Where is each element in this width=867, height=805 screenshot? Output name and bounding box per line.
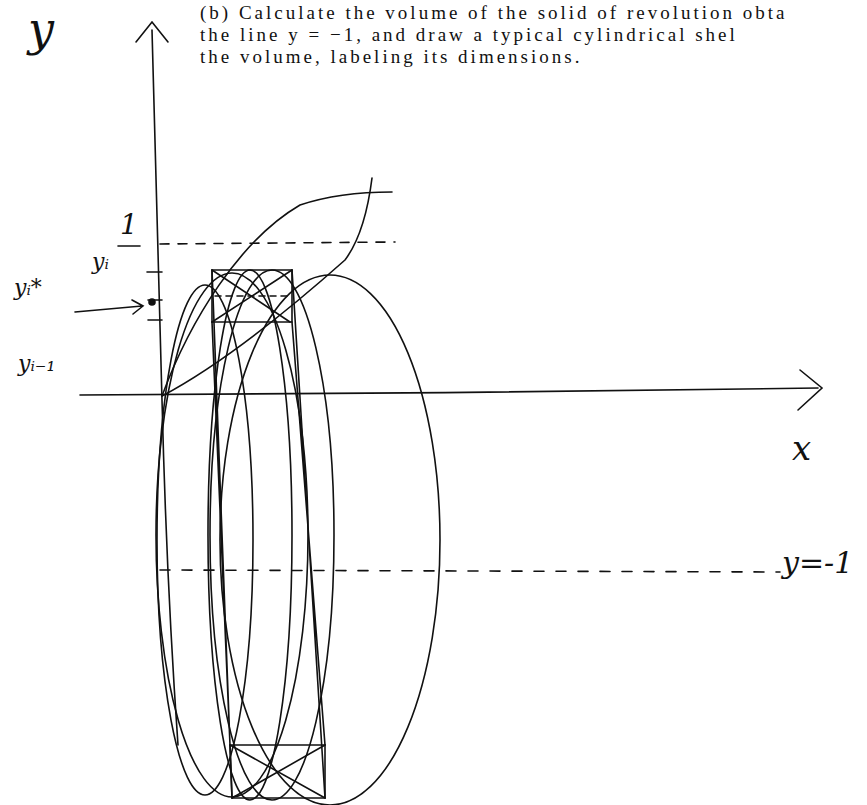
sample-point xyxy=(149,299,155,305)
shell-cross xyxy=(212,270,292,322)
dashed-line-y1 xyxy=(160,242,395,244)
shell-bottom xyxy=(230,745,325,798)
x-axis xyxy=(80,388,818,395)
curve-upper xyxy=(162,178,372,396)
y-axis-arrow xyxy=(136,22,168,42)
axis-label: x xyxy=(792,430,811,467)
shell-ellipse xyxy=(210,270,334,800)
shell-ellipse xyxy=(156,273,308,797)
leader-arrow xyxy=(75,300,143,314)
y-ticks xyxy=(147,272,162,320)
x-axis-arrow xyxy=(798,370,822,410)
problem-text: (b) Calculate the volume of the solid of… xyxy=(200,2,787,24)
one-underline xyxy=(118,245,140,247)
problem-text: the line y = −1, and draw a typical cyli… xyxy=(200,24,738,46)
tick-label: 1 xyxy=(120,210,138,241)
curve-sqrt xyxy=(162,192,392,396)
shell-sides xyxy=(212,270,325,798)
tick-label: yᵢ₋₁ xyxy=(18,352,55,376)
tick-label: yᵢ xyxy=(92,250,109,274)
problem-text: the volume, labeling its dimensions. xyxy=(200,46,582,68)
axis-of-rotation xyxy=(160,570,780,572)
tick-label: yᵢ* xyxy=(14,276,42,300)
axis-label: y xyxy=(28,4,54,55)
line-label: y=-1 xyxy=(782,546,853,579)
inner-ellipse xyxy=(157,285,253,795)
shell-strip xyxy=(212,270,292,322)
shell-bottom-cross xyxy=(230,745,325,798)
